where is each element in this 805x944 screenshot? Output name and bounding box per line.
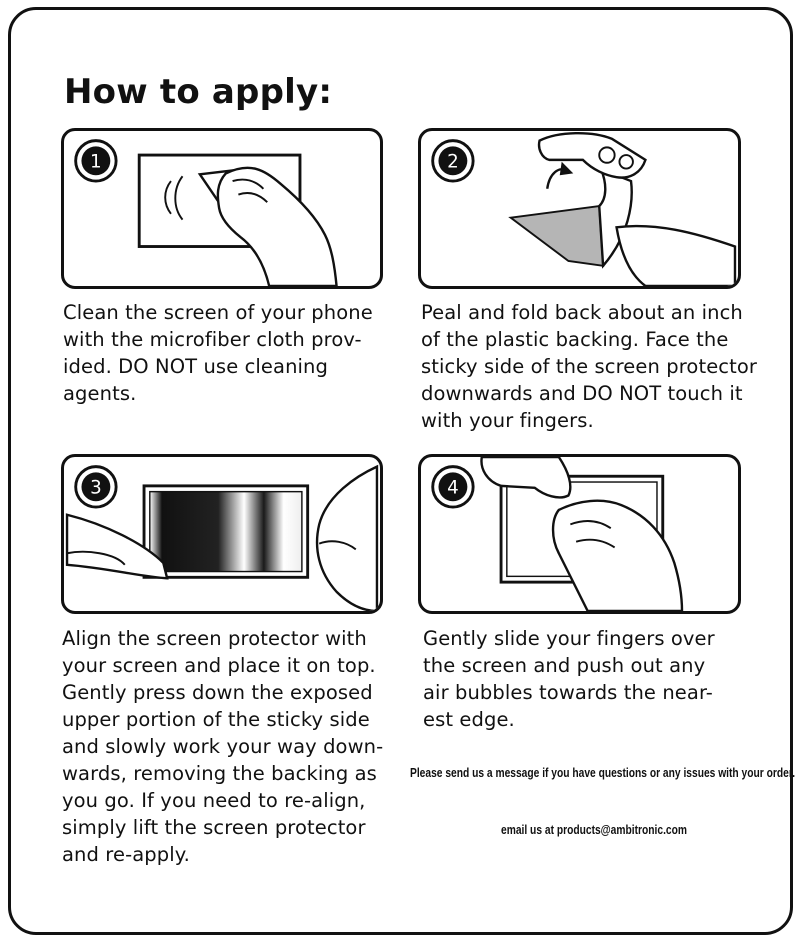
step-3-illustration: 3 (61, 454, 383, 614)
motion-line (174, 175, 184, 221)
step-1-instructions: Clean the screen of your phone with the … (63, 301, 373, 405)
finger-line (570, 520, 612, 530)
step-number: 2 (447, 152, 459, 173)
step-badge-inner (438, 472, 468, 502)
left-hand (65, 513, 169, 580)
knuckle (618, 154, 634, 170)
page-title: How to apply: (64, 72, 333, 112)
finger-line (318, 540, 357, 551)
hands-pushing-bubbles-icon: 4 (431, 457, 684, 611)
step-badge-inner (438, 146, 468, 176)
contact-note: Please send us a message if you have que… (410, 766, 796, 780)
motion-line (164, 180, 172, 215)
pushing-hand (551, 499, 684, 611)
step-2-illustration: 2 (418, 128, 741, 289)
email-note: email us at products@ambitronic.com (501, 823, 687, 837)
top-hand (480, 457, 572, 499)
step-4-illustration: 4 (418, 454, 741, 614)
knuckle (598, 146, 616, 164)
finger-line (66, 550, 126, 566)
finger-line (232, 178, 265, 190)
finger-line (575, 538, 616, 549)
step-3-instructions: Align the screen protector with your scr… (62, 627, 384, 866)
step-2-instructions: Peal and fold back about an inch of the … (421, 301, 757, 432)
step-1-illustration: 1 (61, 128, 383, 289)
finger-line (238, 192, 268, 203)
step-number: 1 (90, 152, 102, 173)
holding-hand (615, 224, 737, 286)
peeling-hand (537, 131, 647, 179)
step-badge-inner (81, 146, 111, 176)
step-4-instructions: Gently slide your fingers over the scree… (423, 627, 715, 731)
screen-protector (598, 167, 633, 269)
hands-aligning-protector-icon: 3 (65, 464, 379, 611)
right-hand (315, 464, 379, 611)
step-number: 4 (447, 478, 459, 499)
hand-peeling-backing-icon: 2 (431, 131, 737, 286)
step-badge-inner (81, 472, 111, 502)
step-number: 3 (90, 478, 102, 499)
screen-protector (149, 490, 303, 573)
hand-wiping-screen-icon: 1 (74, 139, 338, 286)
wiping-hand (216, 166, 338, 286)
peel-arrow-head (559, 161, 574, 176)
plastic-backing (508, 205, 605, 267)
